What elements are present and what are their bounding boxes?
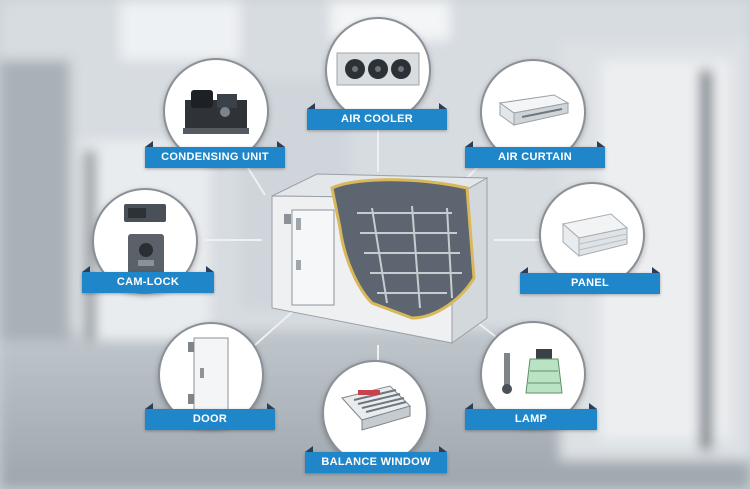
cam-lock-icon xyxy=(124,204,166,274)
cam-lock-label: CAM-LOCK xyxy=(82,266,214,293)
door-icon xyxy=(188,337,229,413)
cold-room-cutaway-icon xyxy=(271,173,489,344)
air-cooler-icon xyxy=(336,52,420,86)
balance-window-icon xyxy=(341,385,411,431)
condensing-unit-label: CONDENSING UNIT xyxy=(145,141,285,168)
door-label: DOOR xyxy=(145,403,275,430)
air-curtain-label: AIR CURTAIN xyxy=(465,141,605,168)
condensing-unit-icon xyxy=(183,90,249,134)
air-curtain-icon xyxy=(498,94,570,126)
panel-icon xyxy=(561,213,629,258)
balance-window-label: BALANCE WINDOW xyxy=(305,446,447,473)
balance-window-circle xyxy=(322,360,428,466)
panel-label: PANEL xyxy=(520,267,660,294)
lamp-icon xyxy=(502,349,563,394)
air-cooler-circle xyxy=(325,17,431,123)
air-cooler-label: AIR COOLER xyxy=(307,103,447,130)
lamp-label: LAMP xyxy=(465,403,597,430)
